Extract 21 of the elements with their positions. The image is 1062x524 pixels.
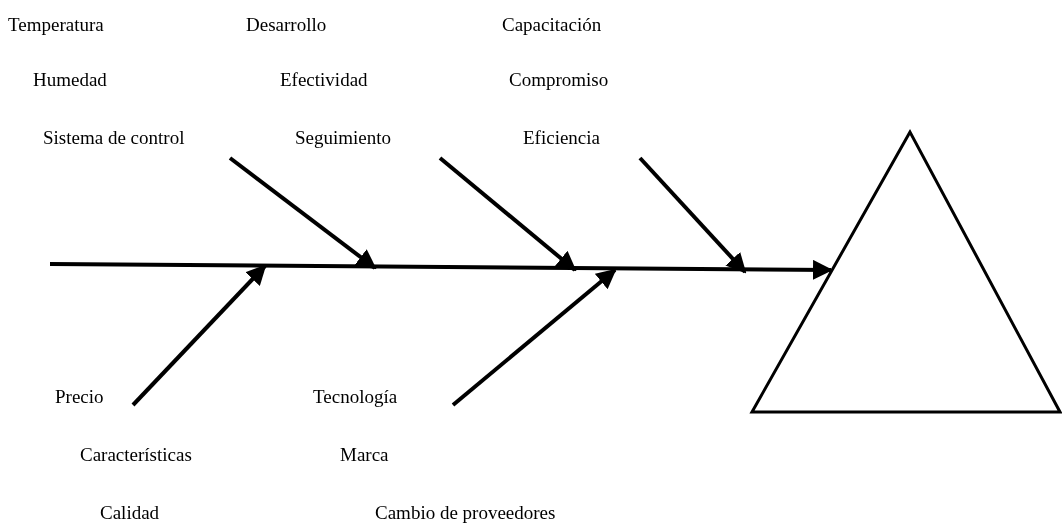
cause-label: Seguimiento: [295, 127, 392, 149]
cause-label: Temperatura: [8, 14, 104, 36]
cause-label: Tecnología: [313, 386, 398, 408]
cause-label: Capacitación: [502, 14, 602, 36]
cause-label: Precio: [55, 386, 104, 408]
cause-label: Humedad: [33, 69, 107, 91]
cause-label: Efectividad: [280, 69, 368, 91]
arrow: [228, 156, 377, 270]
cause-label: Características: [80, 444, 192, 466]
cause-label: Compromiso: [509, 69, 609, 91]
cause-label: Desarrollo: [246, 14, 327, 36]
cause-label: Cambio de proveedores: [375, 502, 556, 524]
spine-arrow: [50, 259, 833, 280]
cause-label: Eficiencia: [523, 127, 600, 149]
cause-label: Calidad: [100, 502, 160, 524]
arrow: [131, 264, 267, 407]
arrow: [638, 156, 747, 274]
arrow: [451, 268, 617, 407]
cause-label: Marca: [340, 444, 389, 466]
cause-label: Sistema de control: [43, 127, 185, 149]
arrow: [438, 156, 577, 272]
